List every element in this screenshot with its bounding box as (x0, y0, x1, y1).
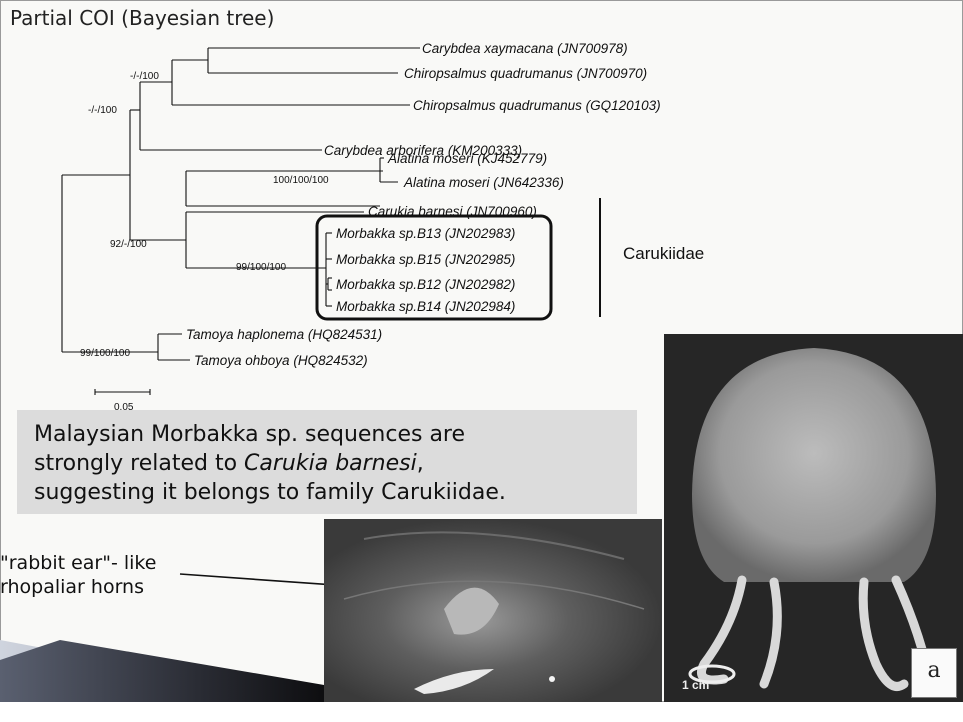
photo-bell-drawing (664, 334, 963, 702)
photo-scale-label: 1 cm (682, 678, 709, 692)
horn-annotation: "rabbit ear"- like rhopaliar horns (0, 551, 220, 599)
photo-head-drawing (324, 519, 662, 702)
annotation-line: "rabbit ear"- like (0, 551, 220, 575)
photo-jellyfish (664, 334, 963, 702)
decorative-wedge (0, 640, 330, 702)
photo-rhopaliar-horns (324, 519, 662, 702)
photo-panel-tag: a (911, 648, 957, 698)
annotation-line: rhopaliar horns (0, 575, 220, 599)
